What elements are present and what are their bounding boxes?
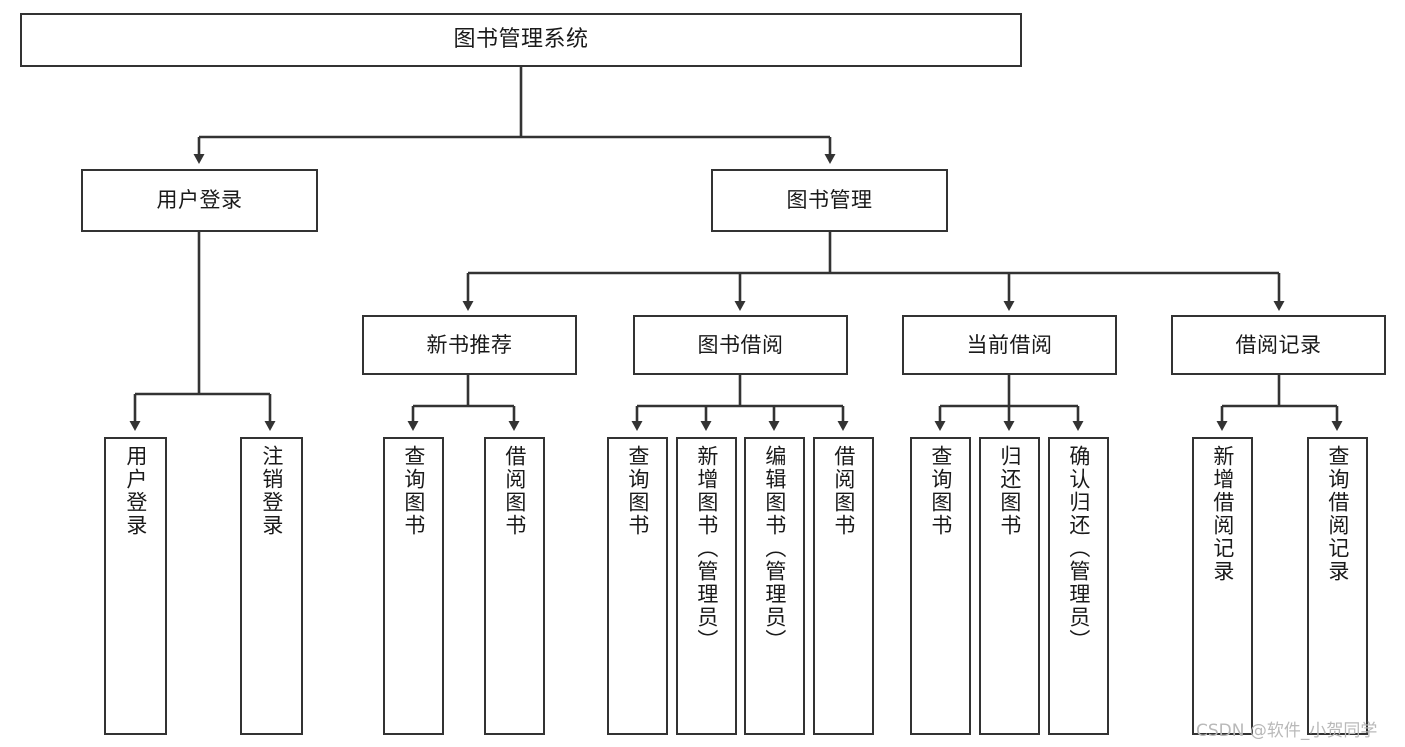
leaf-query-book-2[interactable]: 查询图书: [607, 437, 668, 735]
node-current-borrow-label: 当前借阅: [966, 332, 1053, 357]
node-book-borrow-label: 图书借阅: [697, 332, 784, 357]
leaf-confirm-return[interactable]: 确认归还（管理员）: [1048, 437, 1109, 735]
node-borrow-record[interactable]: 借阅记录: [1171, 315, 1386, 375]
leaf-query-book-2-label: 查询图书: [625, 445, 650, 537]
leaf-borrow-book-1[interactable]: 借阅图书: [484, 437, 545, 735]
node-user-login-label: 用户登录: [156, 188, 243, 213]
leaf-confirm-return-label: 确认归还（管理员）: [1066, 445, 1091, 652]
leaf-query-book-1-label: 查询图书: [401, 445, 426, 537]
node-book-manage[interactable]: 图书管理: [711, 169, 948, 232]
leaf-query-record[interactable]: 查询借阅记录: [1307, 437, 1368, 735]
leaf-borrow-book-2[interactable]: 借阅图书: [813, 437, 874, 735]
leaf-query-book-1[interactable]: 查询图书: [383, 437, 444, 735]
leaf-query-book-3-label: 查询图书: [928, 445, 953, 537]
node-new-book-recommend-label: 新书推荐: [426, 332, 513, 357]
leaf-add-book[interactable]: 新增图书（管理员）: [676, 437, 737, 735]
leaf-query-book-3[interactable]: 查询图书: [910, 437, 971, 735]
node-borrow-record-label: 借阅记录: [1235, 332, 1322, 357]
leaf-user-logout-label: 注销登录: [259, 445, 284, 537]
node-user-login[interactable]: 用户登录: [81, 169, 318, 232]
node-current-borrow[interactable]: 当前借阅: [902, 315, 1117, 375]
node-book-borrow[interactable]: 图书借阅: [633, 315, 848, 375]
node-root[interactable]: 图书管理系统: [20, 13, 1022, 67]
leaf-user-login-label: 用户登录: [123, 445, 148, 537]
leaf-add-record[interactable]: 新增借阅记录: [1192, 437, 1253, 735]
leaf-add-book-label: 新增图书（管理员）: [694, 445, 719, 652]
leaf-edit-book[interactable]: 编辑图书（管理员）: [744, 437, 805, 735]
leaf-return-book[interactable]: 归还图书: [979, 437, 1040, 735]
leaf-query-record-label: 查询借阅记录: [1325, 445, 1350, 583]
leaf-user-logout[interactable]: 注销登录: [240, 437, 303, 735]
leaf-return-book-label: 归还图书: [997, 445, 1022, 537]
node-book-manage-label: 图书管理: [786, 188, 873, 213]
node-root-label: 图书管理系统: [453, 26, 589, 52]
leaf-edit-book-label: 编辑图书（管理员）: [762, 445, 787, 652]
leaf-borrow-book-2-label: 借阅图书: [831, 445, 856, 537]
leaf-add-record-label: 新增借阅记录: [1210, 445, 1235, 583]
watermark: CSDN @软件_小贺同学: [1196, 721, 1378, 741]
node-new-book-recommend[interactable]: 新书推荐: [362, 315, 577, 375]
leaf-borrow-book-1-label: 借阅图书: [502, 445, 527, 537]
leaf-user-login[interactable]: 用户登录: [104, 437, 167, 735]
